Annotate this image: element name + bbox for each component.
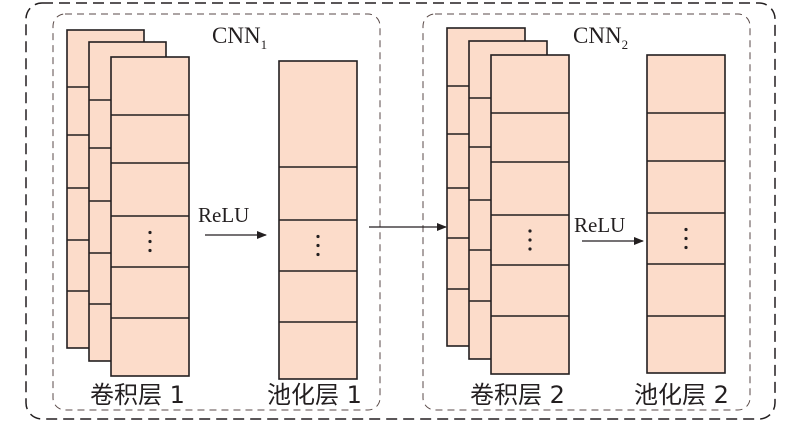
module-2-title: CNN2 xyxy=(573,23,628,52)
ellipsis-dot xyxy=(148,239,152,244)
module-1-conv-layer xyxy=(66,29,190,377)
ellipsis-dot xyxy=(148,248,152,253)
module-1-title: CNN1 xyxy=(212,23,267,52)
module-1-pool-label: 池化层 1 xyxy=(267,381,362,409)
module-2-conv-label: 卷积层 2 xyxy=(470,381,565,409)
module-1-relu-label: ReLU xyxy=(198,203,249,227)
ellipsis-dot xyxy=(528,247,532,251)
pool-map-frame xyxy=(646,54,726,374)
feature-map-front xyxy=(110,56,190,377)
module-2-relu-label: ReLU xyxy=(574,213,625,237)
ellipsis-dot xyxy=(528,238,532,242)
ellipsis-dot xyxy=(316,243,320,248)
outer-container xyxy=(25,2,776,420)
ellipsis-dot xyxy=(316,234,320,239)
module-2-box xyxy=(422,13,751,411)
module-2-conv-layer xyxy=(446,27,570,375)
ellipsis-dot xyxy=(528,229,532,233)
module-1-pool-layer xyxy=(278,60,358,380)
pool-map xyxy=(646,54,726,374)
pool-map xyxy=(278,60,358,380)
module-1-conv-label: 卷积层 1 xyxy=(90,381,185,409)
ellipsis-dot xyxy=(684,236,688,241)
ellipsis-dot xyxy=(684,245,688,250)
module-1-box xyxy=(52,13,381,411)
ellipsis-dot xyxy=(684,227,688,232)
module-2-pool-layer xyxy=(646,54,726,374)
ellipsis-dot xyxy=(316,252,320,257)
feature-map-front xyxy=(490,54,570,375)
ellipsis-dot xyxy=(148,230,152,235)
module-2-pool-label: 池化层 2 xyxy=(634,381,729,409)
